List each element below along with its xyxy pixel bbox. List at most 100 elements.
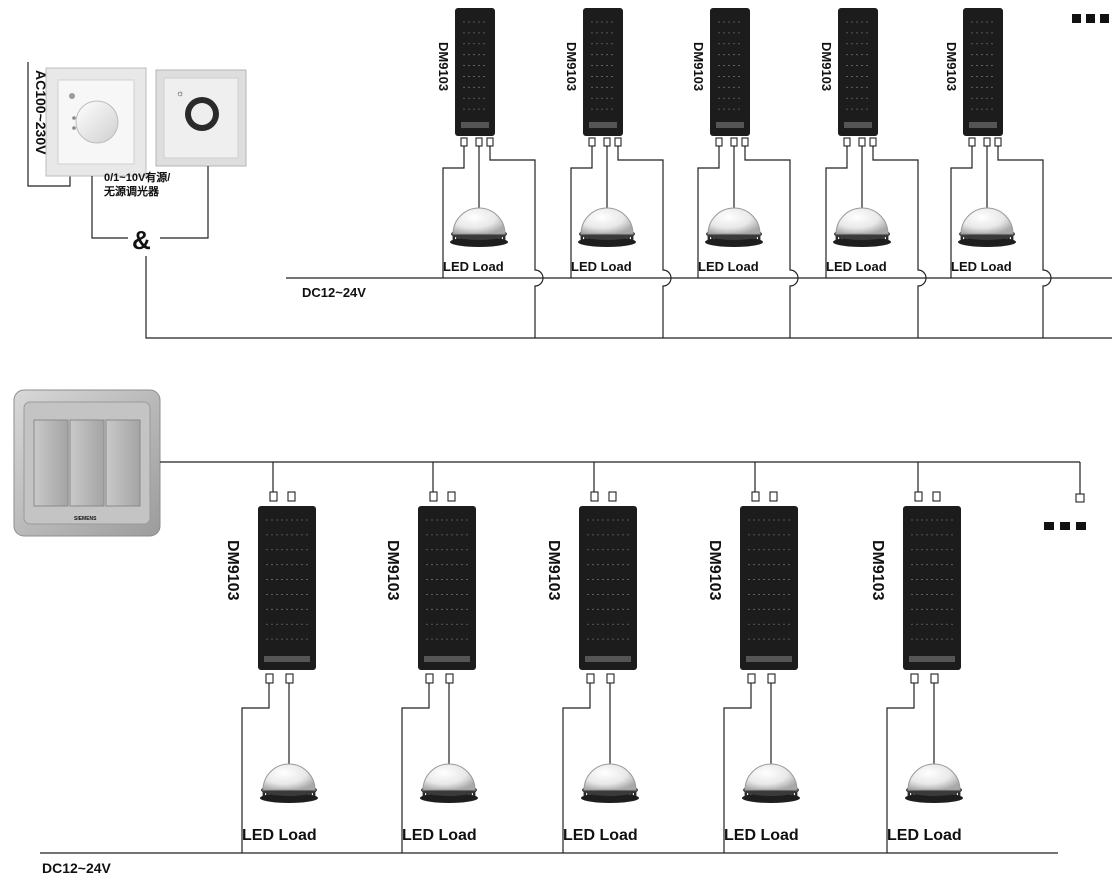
driver-model-label: DM9103: [564, 42, 579, 91]
wall-switch[interactable]: SIEMENS: [13, 389, 161, 537]
driver-terminal: [914, 491, 923, 502]
ellipsis-top: [1072, 14, 1109, 23]
driver-terminal: [869, 137, 877, 147]
led-load-label: LED Load: [443, 259, 504, 274]
driver-terminal: [930, 673, 939, 684]
driver-terminal: [588, 137, 596, 147]
driver-terminal: [741, 137, 749, 147]
driver-body: [583, 8, 623, 136]
led-lamp: [578, 207, 636, 247]
driver-model-label: DM9103: [869, 540, 886, 601]
driver-body: [838, 8, 878, 136]
led-load-label: LED Load: [571, 259, 632, 274]
driver-terminal: [730, 137, 738, 147]
dc-feed-wire: [950, 146, 973, 278]
led-lamp: [833, 207, 891, 247]
driver-terminal: [447, 491, 456, 502]
driver-terminal: [608, 491, 617, 502]
brightness-icon: ☼: [176, 88, 184, 98]
led-lamp: [260, 763, 318, 803]
driver-terminal: [858, 137, 866, 147]
driver-body: [579, 506, 637, 670]
ac-supply-wire: [27, 62, 71, 187]
ellipsis-bottom: [1044, 522, 1086, 530]
rocker-left[interactable]: [33, 419, 69, 507]
dc-feed-wire: [562, 683, 591, 853]
led-lamp: [581, 763, 639, 803]
rocker-middle[interactable]: [69, 419, 105, 507]
dc-label-bottom: DC12~24V: [42, 860, 112, 876]
driver-terminal: [767, 673, 776, 684]
bus-tail-terminal: [1075, 493, 1085, 503]
driver-terminal: [586, 673, 595, 684]
driver-model-label: DM9103: [691, 42, 706, 91]
driver-terminal: [269, 491, 278, 502]
driver-model-label: DM9103: [944, 42, 959, 91]
driver-terminal: [932, 491, 941, 502]
driver-model-label: DM9103: [436, 42, 451, 91]
control-feed-wire: [997, 146, 1052, 338]
dimmer-caption-line2: 无源调光器: [103, 184, 160, 198]
ac-supply-label: AC100~230V: [33, 70, 49, 155]
driver-terminal: [429, 491, 438, 502]
rocker-right[interactable]: [105, 419, 141, 507]
driver-terminal: [425, 673, 434, 684]
control-feed-wire: [617, 146, 672, 338]
driver-terminal: [590, 491, 599, 502]
driver-body: [455, 8, 495, 136]
driver-model-label: DM9103: [819, 42, 834, 91]
driver-terminal: [475, 137, 483, 147]
driver-body: [258, 506, 316, 670]
driver-terminal: [769, 491, 778, 502]
driver-body: [710, 8, 750, 136]
dc-label-top: DC12~24V: [302, 285, 366, 300]
led-lamp: [742, 763, 800, 803]
driver-terminal: [486, 137, 494, 147]
led-lamp: [450, 207, 508, 247]
driver-terminal: [994, 137, 1002, 147]
driver-terminal: [843, 137, 851, 147]
driver-terminal: [614, 137, 622, 147]
driver-terminal: [751, 491, 760, 502]
driver-terminal: [715, 137, 723, 147]
dimmer-wire-right: [160, 166, 209, 239]
driver-terminal: [606, 673, 615, 684]
control-feed-wire: [872, 146, 927, 338]
led-load-label: LED Load: [402, 827, 477, 844]
rotary-dimmer-right: ☼: [155, 69, 247, 167]
dc-feed-wire: [825, 146, 848, 278]
led-load-label: LED Load: [951, 259, 1012, 274]
led-load-label: LED Load: [826, 259, 887, 274]
dc-feed-wire: [241, 683, 270, 853]
dc-feed-wire: [723, 683, 752, 853]
dc-feed-wire: [570, 146, 593, 278]
dc-feed-wire: [401, 683, 430, 853]
driver-body: [740, 506, 798, 670]
driver-model-label: DM9103: [706, 540, 723, 601]
driver-model-label: DM9103: [384, 540, 401, 601]
rotary-dimmer-left: [45, 67, 147, 177]
led-lamp: [420, 763, 478, 803]
driver-body: [903, 506, 961, 670]
led-load-label: LED Load: [887, 827, 962, 844]
led-load-label: LED Load: [724, 827, 799, 844]
led-load-label: LED Load: [242, 827, 317, 844]
dc-feed-wire: [886, 683, 915, 853]
led-lamp: [905, 763, 963, 803]
control-feed-wire: [489, 146, 544, 338]
driver-body: [963, 8, 1003, 136]
driver-terminal: [747, 673, 756, 684]
led-load-label: LED Load: [563, 827, 638, 844]
driver-terminal: [603, 137, 611, 147]
led-lamp: [958, 207, 1016, 247]
dimmer-wire-left: [91, 176, 128, 239]
driver-terminal: [983, 137, 991, 147]
